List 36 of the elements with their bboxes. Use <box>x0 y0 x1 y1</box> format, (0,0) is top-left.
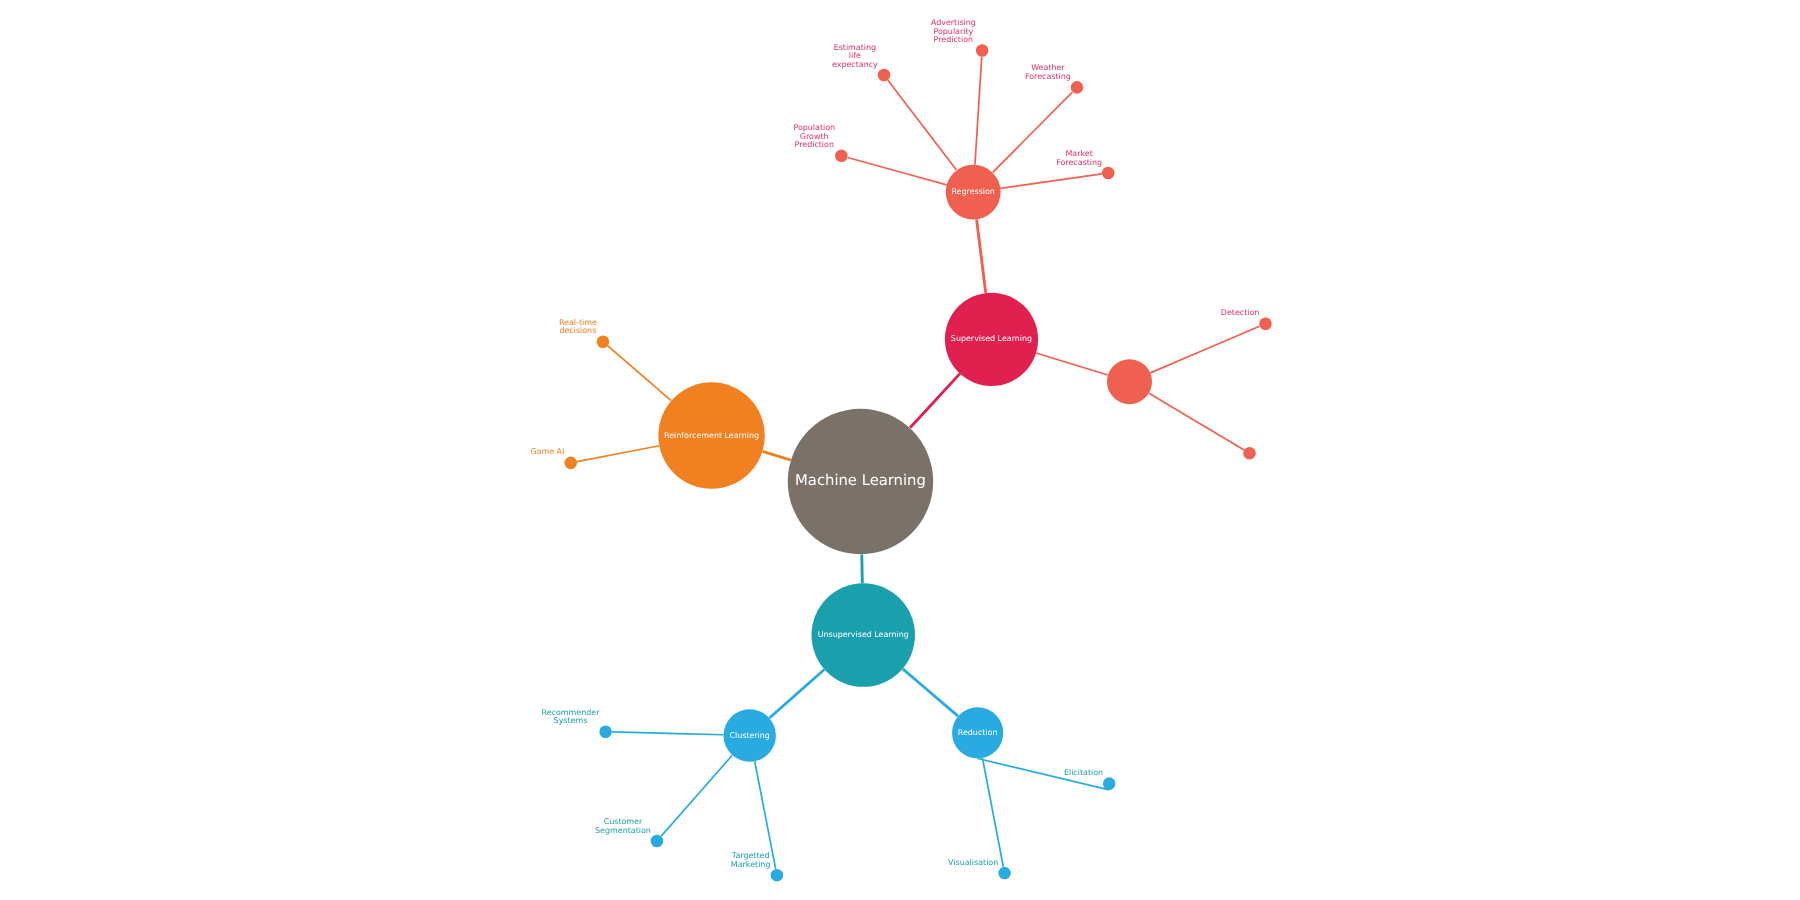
node-circle <box>876 68 890 82</box>
node-circle <box>595 335 609 348</box>
connector <box>610 731 724 736</box>
connector <box>1034 352 1108 376</box>
connector <box>767 668 825 720</box>
connector <box>761 449 791 462</box>
connector <box>973 56 982 166</box>
connector <box>998 173 1102 190</box>
node-circle <box>649 834 663 848</box>
node-circle <box>1106 359 1152 405</box>
connector <box>975 757 1110 791</box>
node-circle <box>834 149 847 163</box>
connector <box>990 91 1073 174</box>
connector <box>974 219 987 294</box>
node-circle <box>563 456 576 470</box>
node-circle <box>1101 777 1115 790</box>
node-circle <box>997 866 1010 880</box>
connector <box>752 760 776 870</box>
connector <box>859 554 863 584</box>
connector <box>1147 392 1244 451</box>
node-circle <box>1069 81 1083 94</box>
connector <box>900 667 958 718</box>
connector <box>980 757 1004 868</box>
node-circle <box>1100 166 1114 180</box>
connector <box>575 444 659 463</box>
node-circle <box>1242 446 1255 460</box>
connector <box>659 754 733 837</box>
connector <box>1148 325 1260 374</box>
node-circle <box>974 44 988 57</box>
connector <box>606 345 671 402</box>
connector <box>907 372 960 429</box>
node-circle <box>598 725 611 738</box>
connector <box>845 156 947 186</box>
node-circle <box>769 868 783 882</box>
node-circle <box>1258 317 1271 331</box>
connector <box>886 79 957 171</box>
